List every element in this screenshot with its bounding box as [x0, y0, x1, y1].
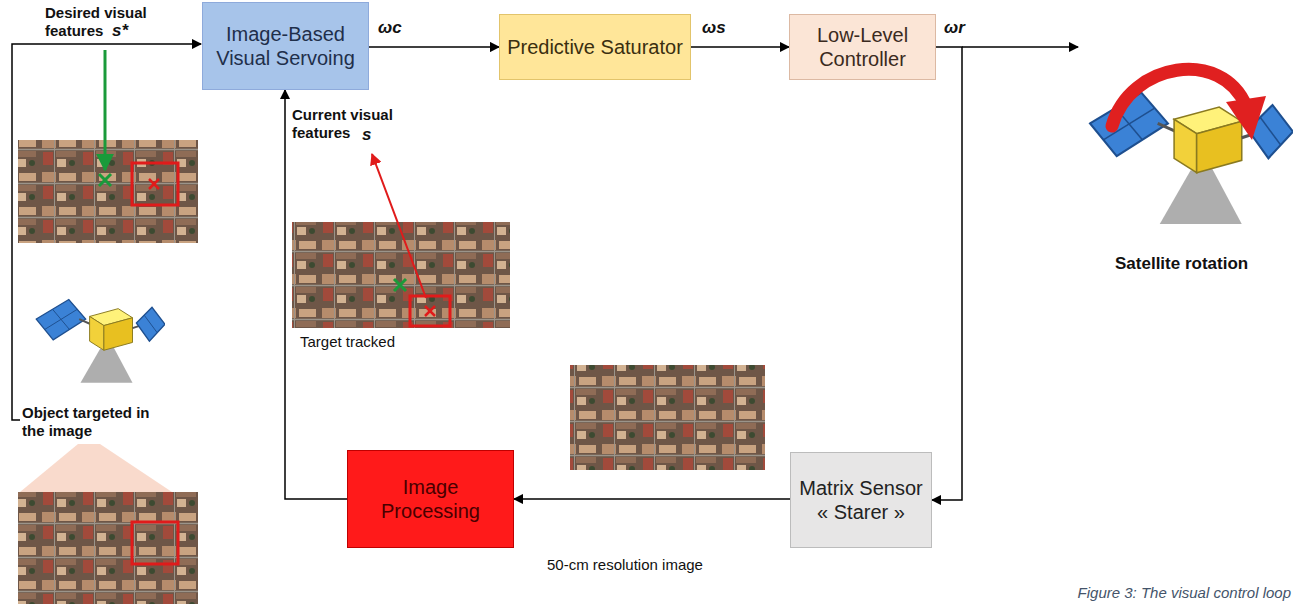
process-box: Predictive Saturator — [499, 14, 691, 80]
signal-label: ωs — [700, 18, 728, 38]
text-stack: Predictive Saturator — [507, 35, 683, 59]
image-caption: Target tracked — [300, 333, 440, 351]
box-text: Low-Level Controller — [796, 23, 929, 71]
signal-arrow — [514, 498, 790, 500]
symbol-label: s — [362, 125, 382, 145]
process-box: Low-Level Controller — [789, 14, 936, 80]
feature-label: Object targeted in the image — [22, 404, 164, 440]
text-stack: Image-Based Visual Servoing — [209, 22, 362, 70]
box-text: Predictive Saturator — [507, 35, 683, 59]
signal-arrow — [932, 47, 962, 500]
sensor-box: Matrix Sensor « Starer » — [790, 452, 932, 548]
signal-arrow — [285, 90, 347, 499]
process-box: Image-Based Visual Servoing — [202, 2, 369, 90]
signal-arrow — [691, 46, 789, 48]
signal-label: 50-cm resolution image — [545, 556, 705, 574]
signal-label: ωr — [942, 18, 967, 38]
feature-label: Desired visual features — [45, 4, 157, 40]
figure-label: Satellite rotation — [1115, 254, 1295, 274]
feature-label: Current visual features — [292, 106, 410, 142]
signal-label: ωc — [376, 18, 404, 38]
process-box: Image Processing — [347, 450, 514, 548]
text-stack: Low-Level Controller — [796, 23, 929, 71]
figure-caption: Figure 3: The visual control loop — [1078, 584, 1291, 602]
box-text: Image Processing — [354, 475, 507, 523]
symbol-label: s* — [112, 21, 142, 41]
text-stack: Image Processing — [354, 475, 507, 523]
signal-arrow — [369, 46, 499, 48]
text-stack: Matrix Sensor « Starer » — [797, 476, 925, 524]
box-text: Matrix Sensor « Starer » — [797, 476, 925, 524]
box-text: Image-Based Visual Servoing — [209, 22, 362, 70]
